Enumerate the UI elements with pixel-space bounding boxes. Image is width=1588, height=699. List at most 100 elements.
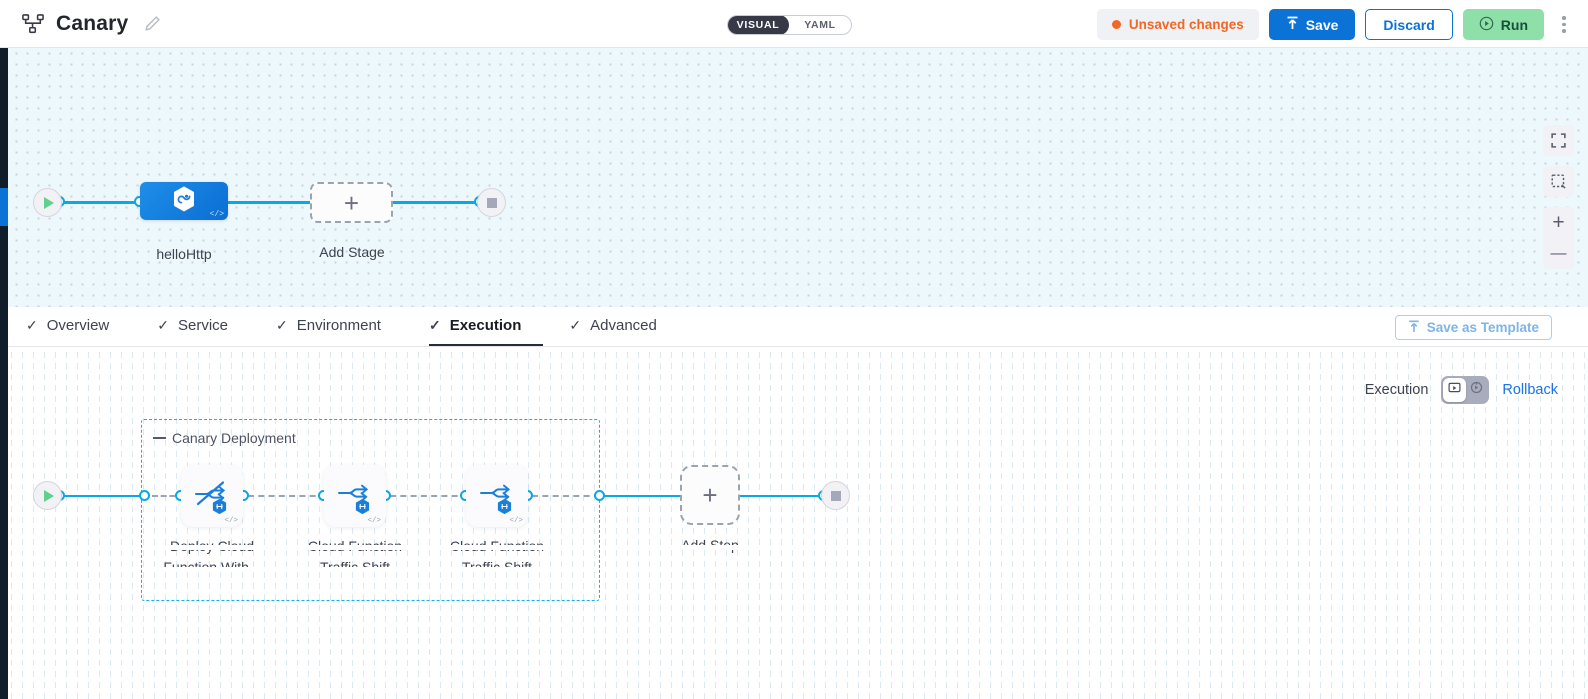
save-button-label: Save [1305,16,1339,33]
plus-icon: + [702,480,718,510]
view-mode-toggle[interactable]: VISUAL YAML [727,15,852,35]
kebab-dot [1562,22,1566,27]
tab-environment-label: Environment [296,317,381,334]
check-icon: ✓ [26,317,38,333]
discard-button-label: Discard [1383,16,1435,33]
stage-code-marker: </> [209,210,224,219]
save-as-template-button[interactable]: Save as Template [1394,315,1552,340]
collapse-dash-icon[interactable] [153,437,166,439]
tab-advanced[interactable]: ✓ Advanced [569,307,678,346]
tab-overview[interactable]: ✓ Overview [26,307,131,346]
zoom-controls: + — [1543,207,1574,269]
edge-step2-to-step3 [390,495,468,497]
section-tabbar: ✓ Overview ✓ Service ✓ Environment ✓ Exe… [0,307,1588,347]
canvas-controls: + — [1543,125,1574,269]
left-rail-active-indicator [0,188,8,226]
step-node-label: Deploy Cloud Function With... [137,536,287,578]
stage-node-label: helloHttp [156,246,212,262]
edge-stage-to-addstage [222,201,318,204]
step-group-title: Canary Deployment [172,430,296,446]
pipeline-icon [22,13,44,34]
pipeline-start-node[interactable] [33,188,62,217]
view-mode-yaml[interactable]: YAML [804,19,836,31]
zoom-out-icon[interactable]: — [1550,244,1567,262]
port-group-out[interactable] [594,490,605,501]
stage-canvas[interactable]: </> helloHttp + Add Stage [0,48,1588,307]
execution-mode-label: Execution [1364,382,1429,398]
tab-advanced-label: Advanced [590,317,657,334]
save-as-template-label: Save as Template [1426,320,1539,335]
edge-group-to-step1 [152,495,184,497]
step1-code-marker: </> [224,517,238,525]
page-title: Canary [56,11,129,35]
kebab-dot [1562,16,1566,20]
add-stage-button[interactable]: + [310,182,393,223]
step1-label-line2: Function With... [163,559,261,575]
edge-group-to-addstep [600,494,682,497]
app-header: Canary VISUAL YAML Unsaved changes [0,0,1588,48]
execution-start-node[interactable] [33,481,62,510]
plus-icon: + [343,187,360,218]
step-node-label: Cloud Function Traffic Shift [280,536,430,578]
step-node-traffic-shift-1[interactable]: </> [324,465,386,527]
stage-node-hellohttp[interactable]: </> [140,182,228,220]
rollback-link[interactable]: Rollback [1502,382,1558,398]
port-group-in[interactable] [139,490,150,501]
step1-label-line1: Deploy Cloud [169,538,255,554]
pipeline-end-node[interactable] [477,188,506,217]
hexagon-badge-icon [354,498,371,515]
execution-toolbar: Execution Rol [1365,376,1558,404]
step3-label-line1: Cloud Function [449,538,545,554]
tab-service-label: Service [177,317,229,334]
step3-label-line2: Traffic Shift [461,559,533,575]
step-group-canary-deployment[interactable]: Canary Deployment [141,419,600,601]
play-circle-icon [1479,16,1494,34]
execution-rollback-toggle[interactable] [1441,376,1490,404]
execution-end-node[interactable] [821,481,850,510]
edge-addstage-to-end [390,201,484,204]
left-nav-rail[interactable] [0,48,8,699]
edge-step3-to-groupout [532,495,600,497]
tab-environment[interactable]: ✓ Environment [276,307,403,346]
pencil-icon[interactable] [144,15,161,32]
tab-execution[interactable]: ✓ Execution [428,307,544,346]
add-step-label: Add Step [681,537,739,553]
run-button[interactable]: Run [1462,9,1544,40]
hexagon-badge-icon [496,498,513,515]
edge-start-to-group [56,494,146,497]
step-node-traffic-shift-2[interactable]: </> [466,465,528,527]
unsaved-changes-label: Unsaved changes [1128,17,1244,32]
kebab-menu-icon[interactable] [1554,9,1574,40]
unsaved-dot-icon [1111,20,1121,29]
step-node-deploy-cloud-function[interactable]: </> [181,465,243,527]
fullscreen-icon[interactable] [1543,125,1574,156]
add-step-button[interactable]: + [680,465,740,525]
tab-service[interactable]: ✓ Service [157,307,250,346]
view-mode-visual[interactable]: VISUAL [728,16,789,34]
zoom-in-icon[interactable]: + [1552,211,1565,234]
step2-label-line2: Traffic Shift [319,559,391,575]
step-group-header[interactable]: Canary Deployment [153,430,296,446]
step3-code-marker: </> [509,517,523,525]
header-left-group: Canary [0,12,161,36]
edge-addstep-to-end [740,494,828,497]
execution-steps-canvas[interactable]: Canary Deployment [0,347,1588,699]
deploy-traffic-slash-icon [192,477,232,516]
hexagon-badge-icon [211,498,228,515]
tab-overview-label: Overview [46,317,110,334]
play-start-icon [44,196,54,209]
hexagon-infinity-icon [171,185,197,218]
edge-step1-to-step2 [248,495,326,497]
selection-box-icon[interactable] [1543,166,1574,197]
step2-label-line1: Cloud Function [307,538,403,554]
stop-end-icon [486,197,497,208]
upload-arrow-icon [1286,16,1299,33]
toggle-rollback-option[interactable] [1466,378,1487,402]
traffic-split-icon [336,478,374,513]
discard-button[interactable]: Discard [1365,9,1453,40]
unsaved-changes-badge: Unsaved changes [1096,9,1259,40]
save-button[interactable]: Save [1268,9,1356,40]
rollback-arrow-icon [1470,381,1483,399]
kebab-dot [1562,29,1566,33]
toggle-execution-option[interactable] [1443,378,1467,402]
